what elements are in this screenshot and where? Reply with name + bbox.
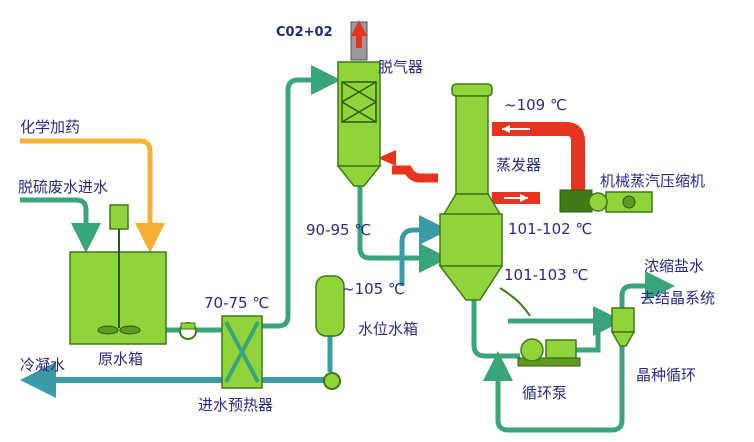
co2-vent-arrow <box>351 20 367 36</box>
circulation-pump-motor <box>545 339 577 359</box>
preheater-coil <box>224 321 260 383</box>
concentrate-line1-label: 浓缩盐水 <box>644 257 705 275</box>
chem-dosing-label: 化学加药 <box>20 118 81 136</box>
vapor-to-compressor-pipe <box>492 122 585 196</box>
mvr-compressor-label: 机械蒸汽压缩机 <box>600 172 706 190</box>
steam-arrow-head <box>378 150 396 166</box>
level-tank <box>315 275 345 337</box>
temp-vapor-return-label: 101-102 ℃ <box>508 220 593 238</box>
evaporator-to-pump-pipe <box>471 300 520 359</box>
deaerator-label: 脱气器 <box>378 58 424 76</box>
deaerator-packing-lines <box>341 81 377 123</box>
co2-o2-label: C02+02 <box>276 25 333 40</box>
co2-vent-stem <box>356 32 362 48</box>
compressor-motor-hub <box>622 195 636 209</box>
deaerator <box>337 61 381 167</box>
concentrate-line2-label: 去结晶系统 <box>640 289 716 307</box>
concentrate-separator-cone <box>610 331 636 347</box>
condensate-label: 冷凝水 <box>20 356 66 374</box>
concentrate-separator <box>611 307 635 333</box>
agitator-blade <box>97 325 119 335</box>
desulf-inlet-label: 脱硫废水进水 <box>18 178 109 196</box>
temp-feed-label: 70-75 ℃ <box>204 294 270 312</box>
deaerator-to-evaporator-pipe <box>357 185 449 273</box>
evaporator-cap <box>451 83 493 97</box>
condensate-pump <box>323 372 341 390</box>
agitator-blade <box>119 325 141 335</box>
seed-cycle-pipe <box>483 345 625 433</box>
circ-pump-label: 循环泵 <box>522 384 568 402</box>
temp-deaerator-label: 90-95 ℃ <box>306 221 372 239</box>
evaporator-shoulder <box>442 193 502 215</box>
evaporator-label: 蒸发器 <box>496 156 542 174</box>
deaerator-cone <box>336 165 382 187</box>
concentrate-out-pipe <box>619 271 675 308</box>
agitator-motor <box>109 204 129 230</box>
feed-pump-outlet <box>180 322 196 330</box>
temp-evaporator-top-label: ~109 ℃ <box>504 96 567 114</box>
preheater-to-deaerator-pipe <box>262 65 341 329</box>
temp-105-label: ~105 ℃ <box>342 280 405 298</box>
flow-marker-head <box>520 194 528 202</box>
steam-to-deaerator-pipe <box>392 165 438 183</box>
preheater-label: 进水预热器 <box>198 396 274 414</box>
compressor-casing <box>559 189 593 213</box>
evaporator-vapor-body <box>455 95 489 195</box>
level-to-evaporator-pipe <box>399 215 449 286</box>
evaporator-cone <box>438 265 504 301</box>
compressor-coupling <box>588 192 608 212</box>
circulation-pump-volute <box>520 338 544 362</box>
chem-dosing-pipe <box>20 138 165 253</box>
raw-tank-label: 原水箱 <box>98 350 144 368</box>
evaporator-body <box>439 213 503 267</box>
flow-marker-head <box>502 125 510 133</box>
temp-brine-label: 101-103 ℃ <box>504 266 589 284</box>
evaporator-return-line <box>499 287 531 317</box>
seed-cycle-label: 晶种循环 <box>636 366 697 384</box>
level-tank-label: 水位水箱 <box>358 320 419 338</box>
desulf-inlet-pipe <box>20 197 101 253</box>
